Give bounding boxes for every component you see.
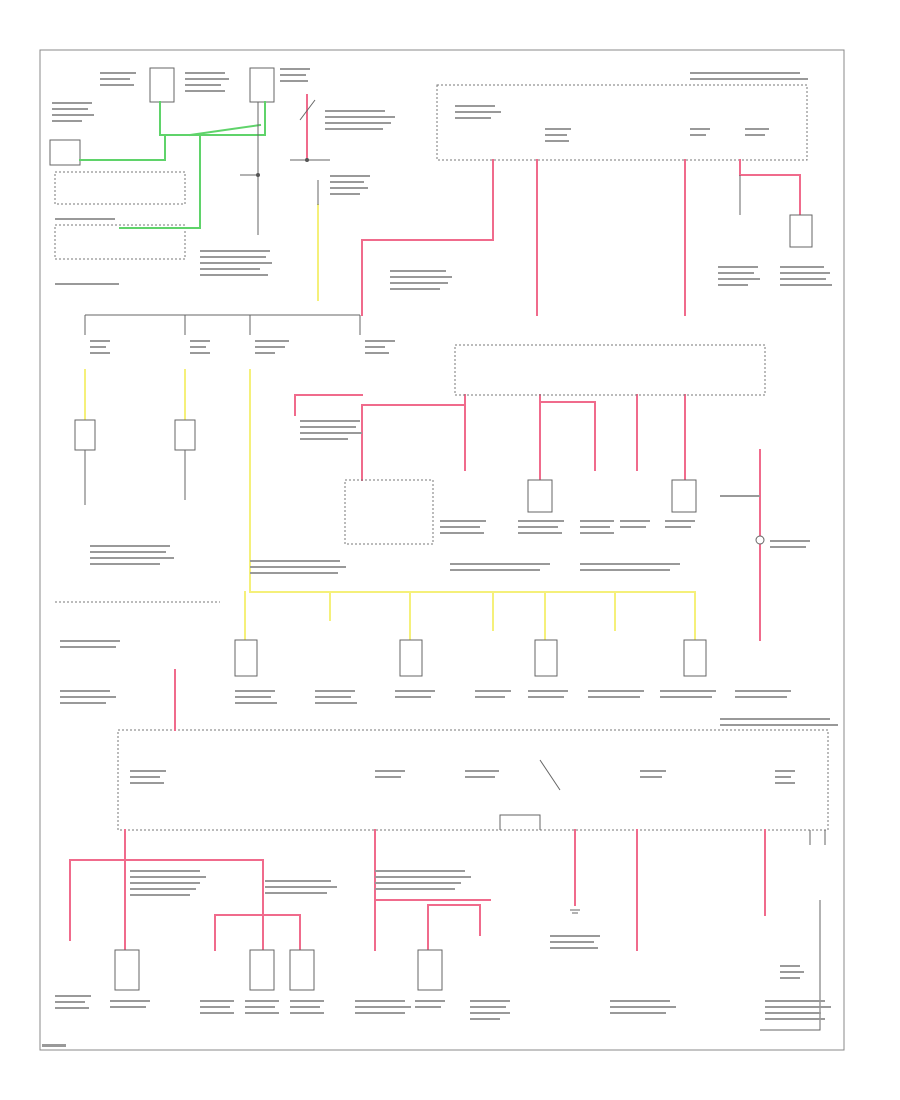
relay-icon [74, 419, 96, 451]
component-labels-top-right [718, 266, 832, 286]
component-box-bus-3 [534, 639, 558, 677]
component-box-mid-2 [527, 479, 553, 513]
component-box-bus-1 [234, 639, 258, 677]
thin-wires-bottom [499, 759, 826, 1031]
splice-icon [256, 173, 260, 177]
green-wire-2 [188, 123, 262, 137]
yellow-horizontal-bus [244, 591, 696, 641]
text-cluster-top-left [52, 68, 452, 290]
red-wire-top-fuse-1 [361, 159, 494, 316]
fuse-block-top-labels [455, 72, 808, 142]
component-box-bottom-2 [249, 949, 275, 991]
component-box-bottom-4 [417, 949, 443, 991]
component-box-mid-1 [344, 479, 434, 545]
middle-bus-section [55, 314, 810, 704]
component-box-mid-3 [671, 479, 697, 513]
splice-icon [305, 158, 309, 162]
top-left-ignition-section [49, 67, 452, 301]
underhood-fuse-block-top [361, 72, 832, 316]
component-box-bottom-3 [289, 949, 315, 991]
text-cluster-bottom [42, 870, 831, 1047]
connector-icon [755, 535, 765, 545]
module-box-1 [149, 67, 175, 103]
relay-icon [174, 419, 196, 451]
black-wires-top-left [240, 99, 330, 235]
fuse-block-outline-bottom [117, 729, 829, 831]
module-box-4 [54, 171, 186, 205]
component-box-top-right [789, 214, 813, 248]
red-wire-mid-2 [361, 394, 466, 481]
ground-icon [570, 909, 580, 914]
text-cluster-middle [60, 340, 810, 704]
relay-wires [84, 450, 186, 505]
fuse-block-outline-top [436, 84, 808, 161]
module-box-5 [54, 224, 186, 260]
component-box-bus-4 [683, 639, 707, 677]
component-box-bottom-1 [114, 949, 140, 991]
component-box-bus-2 [399, 639, 423, 677]
red-wire-mid-1 [294, 394, 363, 416]
green-wire-1 [79, 101, 266, 229]
module-box-2 [249, 67, 275, 103]
diagram-frame [39, 49, 845, 1051]
fuse-block-outline-mid [454, 344, 766, 396]
module-box-3 [49, 139, 81, 166]
red-wire-top-fuse-4 [739, 159, 801, 216]
yellow-wire-drops [84, 369, 251, 593]
fuse-block-bottom-labels [130, 718, 838, 784]
red-wire-mid-4 [539, 394, 596, 481]
black-bus-line [84, 314, 361, 335]
underhood-fuse-block-bottom [42, 669, 838, 1047]
red-wire-mid-5 [636, 394, 686, 481]
